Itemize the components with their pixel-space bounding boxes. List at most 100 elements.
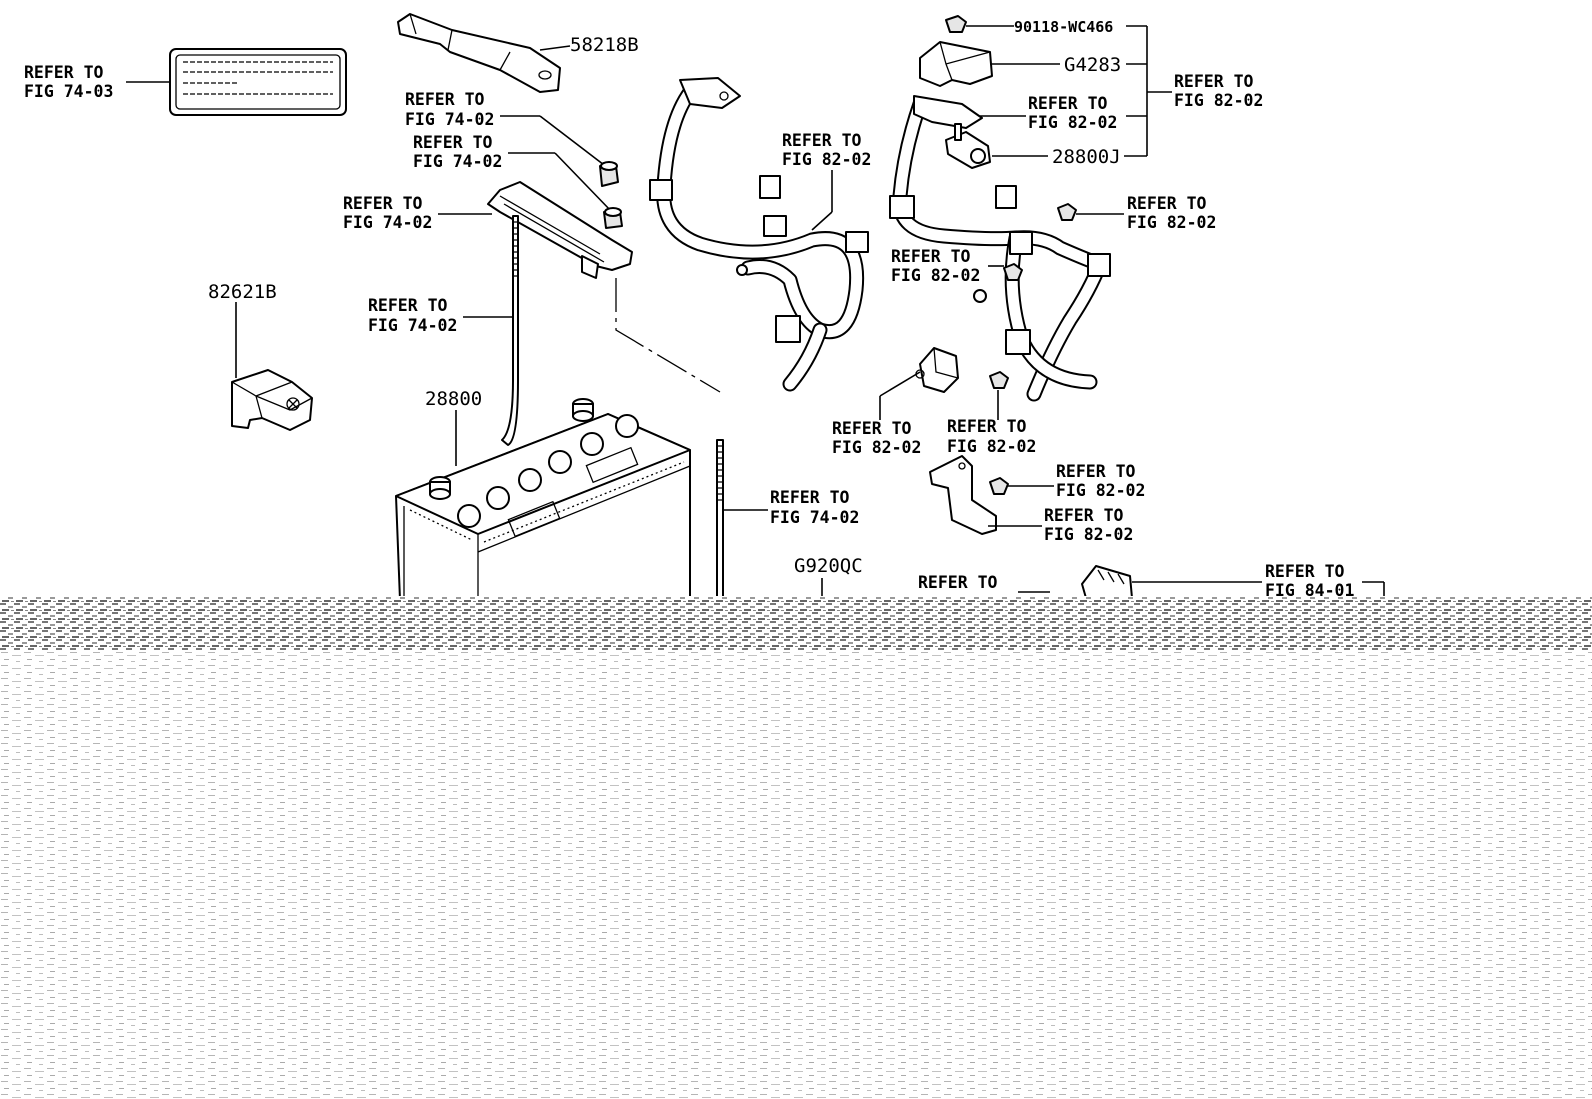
fig-82-02-text: FIG 82-02 (1028, 113, 1117, 132)
fig-84-01-text: FIG 84-01 (1265, 581, 1354, 600)
refer-to-text: REFER TO (832, 419, 912, 438)
refer-to-text: REFER TO (1028, 94, 1108, 113)
vent-cap (580, 432, 604, 456)
refer-to-text: REFER TO (891, 247, 971, 266)
scan-noise-field (0, 650, 1592, 1099)
bolt-icon (1003, 263, 1023, 281)
callout-nut-upper: REFER TO FIG 74-02 (405, 90, 619, 187)
fuse-holder (945, 131, 991, 169)
callout-82621b: 82621B (208, 281, 313, 431)
callout-bolt-middle: REFER TO FIG 82-02 (891, 247, 1023, 285)
fig-74-02-text: FIG 74-02 (770, 508, 859, 527)
fig-82-02-text: FIG 82-02 (1044, 525, 1133, 544)
vent-cap (518, 468, 542, 492)
fusible-link-block (919, 41, 993, 87)
callout-g4283: G4283 (919, 41, 1147, 87)
refer-to-text: REFER TO (343, 194, 423, 213)
cable-connector (1005, 329, 1031, 355)
vent-cap (548, 450, 572, 474)
fig-82-02-text: FIG 82-02 (832, 438, 921, 457)
scan-noise-band (0, 596, 1592, 650)
bolt-icon (989, 477, 1009, 495)
refer-to-text: REFER TO (782, 131, 862, 150)
fig-82-02-text: FIG 82-02 (891, 266, 980, 285)
part-number-g920qc: G920QC (794, 555, 863, 577)
refer-to-text: REFER TO (1127, 194, 1207, 213)
hold-down-rod-left (501, 215, 519, 446)
refer-to-text: REFER TO (1265, 562, 1345, 581)
callout-bolt-right: REFER TO FIG 82-02 (1057, 194, 1216, 232)
callout-cable-center: REFER TO FIG 82-02 (649, 77, 871, 392)
fig-74-02-text: FIG 74-02 (368, 316, 457, 335)
bolt-icon (989, 371, 1009, 389)
callout-nut-lower: REFER TO FIG 74-02 (413, 133, 623, 229)
terminal-icon (286, 397, 300, 411)
callout-90118-wc466: 90118-WC466 (945, 15, 1147, 36)
caution-label-plate (169, 48, 347, 116)
part-number-28800j: 28800J (1052, 146, 1121, 168)
cable-clip (995, 185, 1017, 209)
part-number-58218b: 58218B (570, 34, 639, 56)
vent-cap (486, 486, 510, 510)
refer-to-text: REFER TO (405, 90, 485, 109)
fig-74-02-text: FIG 74-02 (343, 213, 432, 232)
callout-28800j: 28800J (945, 123, 1147, 169)
bolt-icon (1057, 203, 1077, 221)
nut-icon (945, 15, 967, 33)
part-number-28800: 28800 (425, 388, 482, 410)
refer-to-text: REFER TO (1044, 506, 1124, 525)
battery-top (395, 413, 691, 535)
callout-cable-clamp: REFER TO FIG 82-02 (832, 347, 959, 457)
battery-hold-down-bracket (397, 13, 561, 93)
callout-cable-terminal-right: REFER TO FIG 82-02 (889, 94, 1147, 402)
refer-to-text: REFER TO (918, 573, 998, 592)
refer-to-text: REFER TO (24, 63, 104, 82)
callout-battery-clamp: REFER TO FIG 74-02 (343, 181, 633, 279)
refer-to-text: REFER TO (368, 296, 448, 315)
battery-clamp (487, 181, 633, 271)
cable-clip (1087, 253, 1111, 277)
refer-to-text: REFER TO (947, 417, 1027, 436)
fig-82-02-text: FIG 82-02 (1056, 481, 1145, 500)
refer-to-text: REFER TO (770, 488, 850, 507)
callout-hold-rod-left: REFER TO FIG 74-02 (368, 215, 519, 446)
cable-clamp (919, 347, 959, 393)
mounting-bracket (929, 455, 997, 535)
cable-clip (649, 179, 673, 201)
connector-icon (1081, 565, 1133, 599)
vent-cap (615, 414, 639, 438)
cable-clip (1009, 231, 1033, 255)
fig-74-02-text: FIG 74-02 (405, 110, 494, 129)
callout-refer-cut: REFER TO (918, 573, 1050, 593)
cable-clip (759, 175, 781, 199)
cable-clip (763, 215, 787, 237)
cable-connector (775, 315, 801, 343)
callout-g920qc: G920QC (794, 555, 863, 600)
part-number-g4283: G4283 (1064, 54, 1121, 76)
fig-82-02-text: FIG 82-02 (1127, 213, 1216, 232)
vent-cap (457, 504, 481, 528)
fig-82-02-text: FIG 82-02 (947, 437, 1036, 456)
callout-connector-84-01: REFER TO FIG 84-01 (1081, 562, 1385, 600)
fig-74-02-text: FIG 74-02 (413, 152, 502, 171)
fig-74-03-text: FIG 74-03 (24, 82, 113, 101)
callout-bracket-bolt: REFER TO FIG 82-02 REFER TO FIG 82-02 (929, 455, 1145, 544)
refer-to-text: REFER TO (413, 133, 493, 152)
callout-bracket-right: REFER TO FIG 82-02 (1146, 26, 1263, 156)
cable-terminal (679, 77, 741, 109)
callout-label-plate: REFER TO FIG 74-03 (24, 48, 347, 116)
callout-bolt-small: REFER TO FIG 82-02 (947, 371, 1036, 456)
cable-clip (889, 195, 915, 219)
refer-to-text: REFER TO (1056, 462, 1136, 481)
relay-block (231, 369, 313, 431)
callout-58218b: 58218B (397, 13, 639, 93)
cable-clip (845, 231, 869, 253)
cable-terminal (913, 95, 983, 129)
fig-82-02-text: FIG 82-02 (1174, 91, 1263, 110)
part-number-82621b: 82621B (208, 281, 277, 303)
part-number-90118-wc466: 90118-WC466 (1014, 18, 1113, 36)
callout-hold-rod-right: REFER TO FIG 74-02 (615, 278, 859, 601)
refer-to-text: REFER TO (1174, 72, 1254, 91)
callout-28800-battery: 28800 (395, 388, 691, 601)
